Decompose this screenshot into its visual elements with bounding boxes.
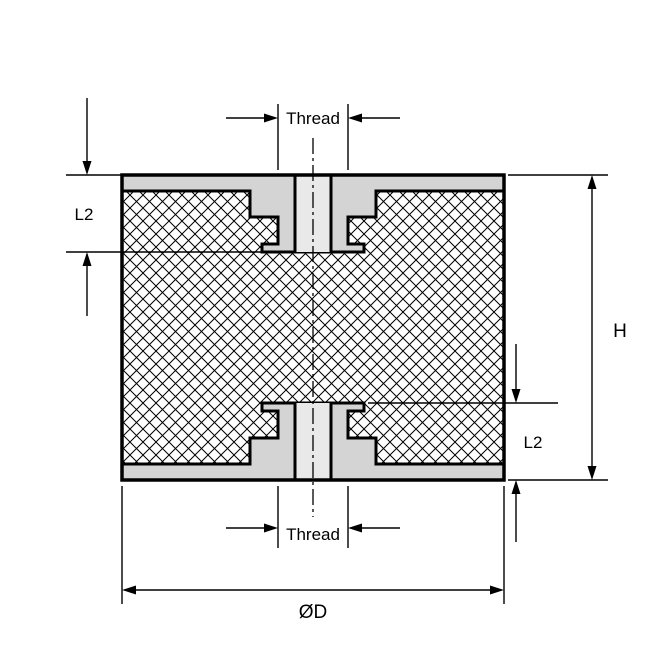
arrowhead-left-icon <box>122 585 136 595</box>
arrowhead-down-icon <box>511 389 521 403</box>
label-l2-bottom: L2 <box>524 433 543 452</box>
top-thread-hole-walls <box>293 175 333 252</box>
arrowhead-down-icon <box>587 466 597 480</box>
drawing: Thread L2 H L2 <box>66 98 627 623</box>
arrowhead-down-icon <box>82 161 92 175</box>
arrowhead-right-icon <box>264 113 278 123</box>
bottom-thread-hole-walls <box>293 403 333 480</box>
arrowhead-up-icon <box>82 252 92 266</box>
thread-top-extension-lines <box>277 104 349 170</box>
thread-bottom-extension-lines <box>277 486 349 548</box>
dim-thread-bottom <box>226 486 400 548</box>
arrowhead-up-icon <box>511 480 521 494</box>
label-diameter: ØD <box>299 602 328 623</box>
label-l2-top: L2 <box>75 205 94 224</box>
arrowhead-right-icon <box>264 523 278 533</box>
arrowhead-right-icon <box>490 585 504 595</box>
dim-height <box>508 174 608 481</box>
arrowhead-left-icon <box>348 523 362 533</box>
height-extension-lines <box>508 174 608 481</box>
dim-diameter <box>121 486 505 604</box>
label-thread-bottom: Thread <box>286 525 340 544</box>
dim-l2-bottom <box>368 344 558 542</box>
label-height: H <box>613 321 627 342</box>
dim-thread-top <box>226 104 400 170</box>
dim-l2-top <box>66 98 262 316</box>
label-thread-top: Thread <box>286 109 340 128</box>
diameter-extension-lines <box>121 486 505 604</box>
arrowhead-up-icon <box>587 175 597 189</box>
arrowhead-left-icon <box>348 113 362 123</box>
